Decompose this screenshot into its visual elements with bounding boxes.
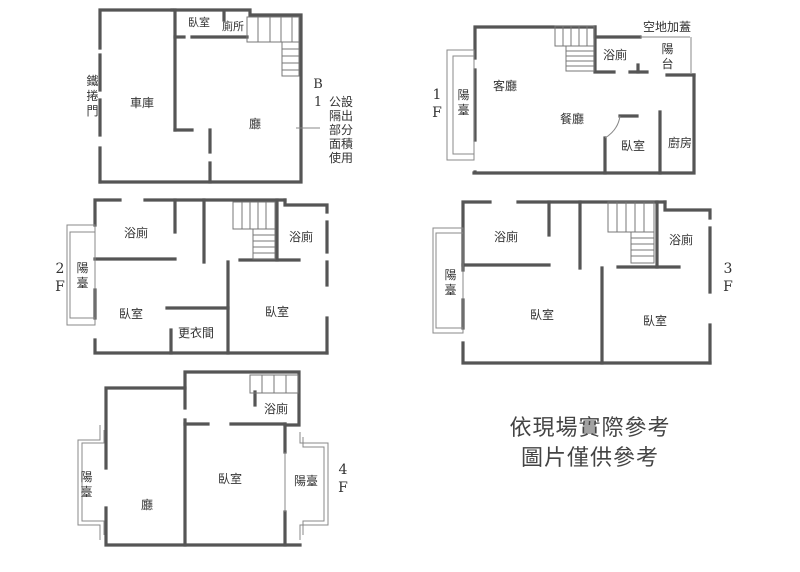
4f-bath-label: 浴廁 [264,402,289,416]
1f-kitchen-label: 廚房 [668,136,693,150]
floor-4f-stairs [249,374,299,394]
floor-3f-stairs [607,201,655,264]
4f-balcony-left-label: 陽臺 [80,470,93,499]
4f-floor-label: 4F [338,462,348,496]
b1-hall-label: 廳 [249,117,262,131]
disclaimer-line-1: 依現場實際參考 [509,416,671,441]
2f-floor-label: 2F [55,261,65,295]
4f-bedroom-label: 臥室 [218,472,243,486]
floor-b1-walls [98,8,320,184]
2f-closet-label: 更衣間 [178,326,215,340]
1f-floor-label: 1F [432,87,442,121]
2f-bedroom-left-label: 臥室 [119,307,144,321]
3f-bath-left-label: 浴廁 [494,230,519,244]
1f-addition-label: 空地加蓋 [643,20,692,34]
floor-2f-walls [66,198,329,355]
2f-bath-right-label: 浴廁 [289,230,314,244]
floor-4f-walls [77,370,329,547]
4f-hall-label: 廳 [141,498,154,512]
b1-garage-label: 車庫 [130,96,155,110]
2f-bath-left-label: 浴廁 [124,226,149,240]
b1-toilet-label: 廁所 [222,20,244,33]
3f-bedroom-left-label: 臥室 [530,308,555,322]
3f-bedroom-right-label: 臥室 [643,314,668,328]
floor-1f-walls [446,25,696,175]
floor-1f-stairs [554,25,595,72]
1f-bath-label: 浴廁 [603,48,628,62]
disclaimer-line-2: 圖片僅供參考 [520,446,659,471]
b1-note-label: 公設隔出部分面積使用 [328,95,353,165]
1f-bedroom-label: 臥室 [621,139,646,153]
3f-balcony-label: 陽臺 [444,268,457,297]
3f-bath-right-label: 浴廁 [669,233,694,247]
1f-balcony-left-label: 陽臺 [457,88,470,117]
b1-floor-label: B1 [313,77,323,110]
2f-balcony-label: 陽臺 [76,261,89,290]
floor-2f-stairs [232,201,276,260]
disclaimer-note: 依現場實際參考 圖片僅供參考 [480,414,700,474]
b1-iron-door-label: 鐵捲門 [86,74,99,118]
floor-3f-walls [432,200,712,365]
b1-bedroom-label: 臥室 [188,16,210,29]
1f-living-room-label: 客廳 [493,79,518,93]
1f-balcony-right-label: 陽台 [661,42,674,71]
3f-floor-label: 3F [723,261,733,295]
floor-b1-stairs [246,16,300,77]
2f-bedroom-right-label: 臥室 [265,305,290,319]
1f-dining-room-label: 餐廳 [560,112,585,126]
4f-balcony-right-label: 陽臺 [294,474,319,488]
